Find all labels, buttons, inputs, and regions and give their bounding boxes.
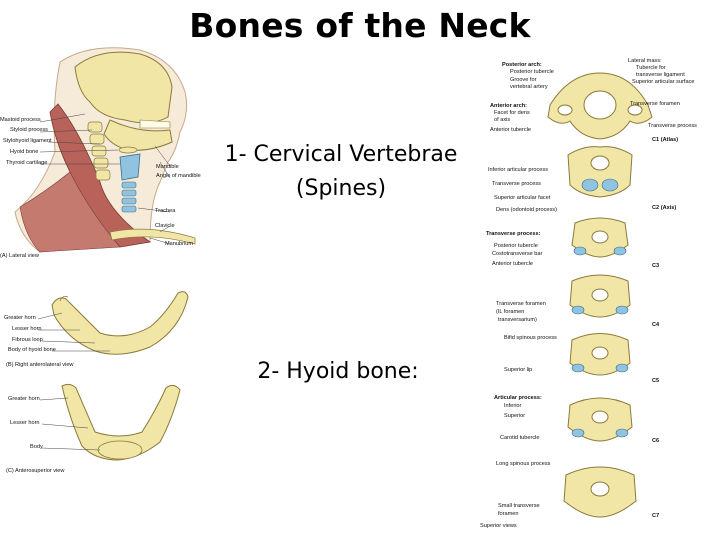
vertebra-left-label-7: Anterior tubercle — [490, 127, 532, 133]
vertebra-right-label-0: Lateral mass: — [628, 58, 662, 64]
vertebrae-drawing — [547, 72, 653, 518]
caption-lateral-view: (A) Lateral view — [0, 253, 39, 259]
label-manubrium: Manubrium — [165, 241, 193, 247]
vertebra-level-6: C7 — [652, 513, 660, 519]
label-body-of-hyoid: Body of hyoid bone — [8, 347, 56, 353]
vertebra-left-label-25: Long spinous process — [496, 461, 551, 467]
label-lesser-horn-b: Lesser horn — [12, 326, 42, 332]
label-lesser-horn-c: Lesser horn — [10, 420, 40, 426]
vertebra-right-label-2: transverse ligament — [636, 72, 685, 78]
vertebra-level-3: C4 — [652, 322, 660, 328]
caption-anterolateral-view: (B) Right anterolateral view — [6, 362, 74, 368]
vertebra-level-5: C6 — [652, 438, 660, 444]
vertebra-left-label-28: Superior views — [480, 523, 517, 529]
hyoid-anterosuperior-illustration: Greater horn Lesser horn Body (C) Antero… — [0, 380, 200, 480]
vertebra-left-label-22: Inferior — [504, 403, 522, 409]
label-thyroid-cartilage: Thyroid cartilage — [6, 160, 48, 166]
vertebra-left-label-14: Costotransverse bar — [492, 251, 543, 257]
vertebra-left-label-11: Dens (odontoid process) — [496, 207, 557, 213]
vertebra-left-label-20: Superior lip — [504, 367, 533, 373]
vertebra-left-label-6: of axis — [494, 117, 511, 123]
vertebra-left-label-5: Facet for dens — [494, 110, 530, 116]
label-styloid-process: Styloid process — [10, 127, 48, 133]
label-trachea: Trachea — [155, 208, 176, 214]
vertebra-left-label-13: Posterior tubercle — [494, 243, 538, 249]
vertebra-level-2: C3 — [652, 263, 660, 269]
vertebra-left-label-27: foramen — [498, 511, 519, 517]
vertebra-left-label-10: Superior articular facet — [494, 195, 551, 201]
vertebra-level-0: C1 (Atlas) — [652, 137, 679, 143]
vertebra-left-label-0: Posterior arch: — [502, 62, 542, 68]
label-fibrous-loop: Fibrous loop — [12, 337, 43, 343]
vertebra-left-label-1: Posterior tubercle — [510, 69, 554, 75]
vertebra-right-label-1: Tubercle for — [636, 65, 666, 71]
vertebra-left-label-15: Anterior tubercle — [492, 261, 534, 267]
caption-anterosuperior-view: (C) Anterosuperior view — [6, 468, 65, 474]
label-greater-horn-b: Greater horn — [4, 315, 36, 321]
vertebra-level-4: C5 — [652, 378, 660, 384]
vertebra-left-label-18: transversarium) — [498, 317, 537, 323]
vertebra-left-label-26: Small transverse — [498, 503, 540, 509]
label-greater-horn-c: Greater horn — [8, 396, 40, 402]
point-1-line-1: 1- Cervical Vertebrae — [224, 142, 458, 167]
vertebra-left-label-19: Bifid spinous process — [504, 335, 557, 341]
vertebra-left-label-23: Superior — [504, 413, 526, 419]
point-hyoid-bone: 2- Hyoid bone: — [257, 359, 419, 384]
vertebra-left-label-8: Inferior articular process — [488, 167, 548, 173]
vertebra-left-label-16: Transverse foramen — [496, 301, 546, 307]
label-angle-of-mandible: Angle of mandible — [156, 173, 201, 179]
vertebra-left-label-17: (IL foramen — [496, 309, 525, 315]
vertebra-left-label-9: Transverse process — [492, 181, 541, 187]
vertebra-left-label-21: Articular process: — [494, 395, 542, 401]
label-mandible: Mandible — [156, 164, 179, 170]
vertebra-right-label-4: Transverse foramen — [630, 101, 680, 107]
label-stylohyoid-ligament: Stylohyoid ligament — [3, 138, 52, 144]
vertebra-left-label-2: Groove for — [510, 77, 537, 83]
lateral-neck-illustration: Mastoid process Styloid process Stylohyo… — [0, 42, 201, 262]
vertebra-left-label-3: vertebral artery — [510, 84, 548, 90]
point-cervical-vertebrae: 1- Cervical Vertebrae (Spines) — [188, 138, 494, 206]
point-1-line-2: (Spines) — [295, 176, 387, 201]
vertebra-left-label-4: Anterior arch: — [490, 103, 527, 109]
label-hyoid-bone: Hyoid bone — [10, 149, 39, 155]
vertebra-right-label-5: Transverse process — [648, 123, 697, 129]
vertebra-left-label-12: Transverse process: — [486, 231, 541, 237]
hyoid-anterolateral-illustration: Greater horn Lesser horn Fibrous loop Bo… — [0, 285, 200, 375]
vertebra-left-label-24: Carotid tubercle — [500, 435, 540, 441]
label-body-c: Body — [30, 444, 43, 450]
label-mastoid-process: Mastoid process — [0, 117, 41, 123]
slide-title: Bones of the Neck — [189, 6, 531, 45]
vertebra-right-label-3: Superior articular surface — [632, 79, 695, 85]
label-clavicle: Clavicle — [155, 223, 175, 229]
vertebra-level-1: C2 (Axis) — [652, 205, 677, 211]
